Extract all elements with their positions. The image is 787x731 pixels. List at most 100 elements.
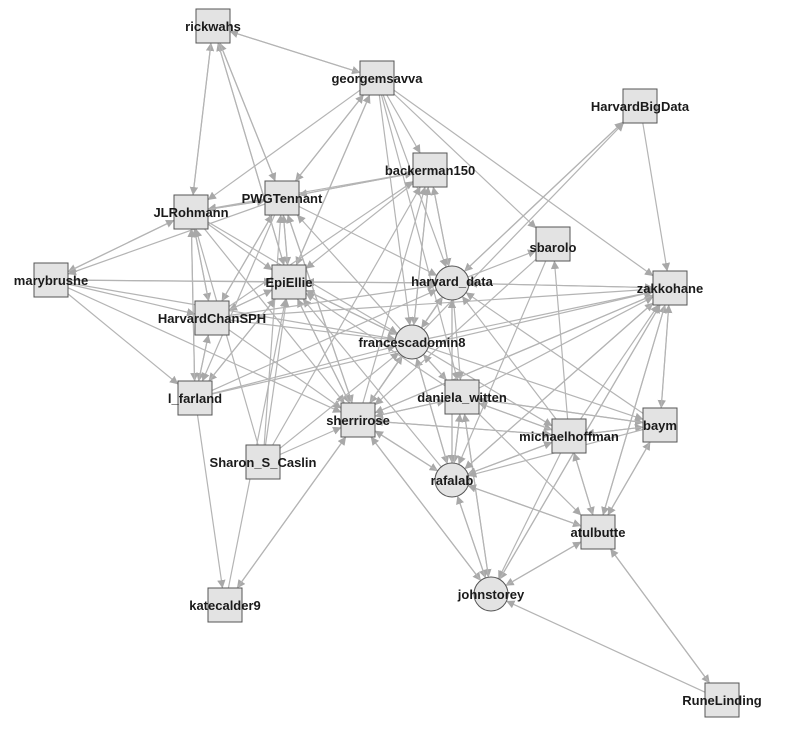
node-shape-zakkohane: [652, 270, 688, 306]
edge-marybrushe-to-harvard_data: [67, 278, 436, 288]
edge-daniela_witten-to-atulbutte: [478, 413, 582, 516]
node-francescadomin8: francescadomin8: [359, 324, 465, 360]
edge-rafalab-to-sherrirose: [374, 430, 439, 472]
node-label-marybrushe: marybrushe: [14, 273, 88, 288]
edge-baym-to-michaelhoffman: [585, 426, 644, 438]
edge-atulbutte-to-michaelhoffman: [572, 452, 594, 516]
node-atulbutte: atulbutte: [571, 514, 626, 550]
edge-daniela_witten-to-francescadomin8: [422, 354, 447, 381]
node-label-HarvardChanSPH: HarvardChanSPH: [158, 311, 266, 326]
edge-HarvardBigData-to-zakkohane: [642, 122, 671, 272]
edge-HarvardChanSPH-to-JLRohmann: [191, 228, 210, 302]
edge-Sharon_S_Caslin-to-backerman150: [272, 186, 421, 446]
edge-georgemsavva-to-francescadomin8: [378, 94, 413, 326]
node-rafalab: rafalab: [431, 462, 473, 498]
edge-johnstorey-to-atulbutte: [505, 541, 582, 587]
edge-michaelhoffman-to-johnstorey: [497, 452, 562, 580]
node-shape-katecalder9: [207, 587, 243, 623]
edge-marybrushe-to-francescadomin8: [67, 282, 396, 342]
node-label-JLRohmann: JLRohmann: [153, 205, 228, 220]
node-baym: baym: [642, 407, 678, 443]
edge-RuneLinding-to-atulbutte: [610, 548, 710, 684]
edge-JLRohmann-to-PWGTennant: [207, 197, 266, 210]
node-JLRohmann: JLRohmann: [153, 194, 229, 230]
node-shape-l_farland: [177, 380, 213, 416]
node-label-atulbutte: atulbutte: [571, 525, 626, 540]
node-shape-sherrirose: [340, 402, 376, 438]
edge-georgemsavva-to-zakkohane: [393, 89, 654, 277]
edge-daniela_witten-to-EpiEllie: [305, 292, 446, 387]
edge-zakkohane-to-harvard_data: [468, 279, 654, 289]
node-label-johnstorey: johnstorey: [457, 587, 525, 602]
node-label-daniela_witten: daniela_witten: [417, 390, 507, 405]
node-shape-atulbutte: [580, 514, 616, 550]
edge-johnstorey-to-rafalab: [456, 495, 487, 579]
edge-l_farland-to-harvard_data: [211, 289, 437, 391]
edge-marybrushe-to-JLRohmann: [67, 219, 175, 273]
node-zakkohane: zakkohane: [637, 270, 703, 306]
node-label-sbarolo: sbarolo: [530, 240, 577, 255]
edge-l_farland-to-francescadomin8: [211, 344, 396, 395]
node-label-l_farland: l_farland: [168, 391, 222, 406]
node-label-EpiEllie: EpiEllie: [266, 275, 313, 290]
edge-rafalab-to-francescadomin8: [414, 357, 448, 464]
edge-zakkohane-to-sherrirose: [374, 294, 654, 414]
edge-rafalab-to-EpiEllie: [302, 298, 442, 468]
node-shape-georgemsavva: [359, 60, 395, 96]
edge-rickwahs-to-JLRohmann: [189, 42, 212, 196]
node-sbarolo: sbarolo: [530, 226, 577, 262]
node-shape-PWGTennant: [264, 180, 300, 216]
node-RuneLinding: RuneLinding: [682, 682, 762, 718]
edge-francescadomin8-to-EpiEllie: [305, 289, 397, 336]
node-shape-Sharon_S_Caslin: [245, 444, 281, 480]
node-label-zakkohane: zakkohane: [637, 281, 703, 296]
edge-HarvardChanSPH-to-sherrirose: [228, 329, 342, 409]
node-marybrushe: marybrushe: [14, 262, 88, 298]
node-label-Sharon_S_Caslin: Sharon_S_Caslin: [210, 455, 317, 470]
edge-johnstorey-to-sherrirose: [370, 436, 482, 581]
edge-michaelhoffman-to-sherrirose: [374, 417, 553, 436]
node-shape-HarvardBigData: [622, 88, 658, 124]
edge-harvard_data-to-francescadomin8: [421, 296, 443, 329]
edge-l_farland-to-katecalder9: [196, 414, 226, 589]
edge-francescadomin8-to-zakkohane: [428, 289, 654, 340]
edge-harvard_data-to-HarvardBigData: [463, 121, 624, 272]
edge-francescadomin8-to-backerman150: [413, 186, 432, 326]
edge-baym-to-zakkohane: [660, 304, 673, 409]
node-label-katecalder9: katecalder9: [189, 598, 261, 613]
edge-zakkohane-to-rafalab: [464, 302, 654, 470]
edge-rafalab-to-michaelhoffman: [467, 441, 553, 475]
edge-katecalder9-to-sherrirose: [236, 436, 347, 589]
edge-francescadomin8-to-PWGTennant: [296, 214, 402, 330]
edge-sherrirose-to-backerman150: [362, 186, 427, 404]
edge-georgemsavva-to-rickwahs: [229, 29, 361, 74]
edge-baym-to-atulbutte: [607, 441, 651, 516]
edge-georgemsavva-to-JLRohmann: [207, 89, 361, 201]
node-shape-EpiEllie: [271, 264, 307, 300]
node-georgemsavva: georgemsavva: [331, 60, 423, 96]
node-EpiEllie: EpiEllie: [266, 264, 313, 300]
edge-Sharon_S_Caslin-to-sherrirose: [279, 426, 342, 456]
edge-sbarolo-to-rafalab: [457, 260, 547, 465]
edge-Sharon_S_Caslin-to-PWGTennant: [263, 214, 285, 446]
edge-daniela_witten-to-sherrirose: [374, 400, 446, 419]
edge-harvard_data-to-backerman150: [430, 186, 450, 267]
edge-marybrushe-to-sherrirose: [67, 287, 342, 413]
node-shape-johnstorey: [473, 576, 509, 612]
node-label-PWGTennant: PWGTennant: [242, 191, 323, 206]
edge-backerman150-to-JLRohmann: [207, 172, 414, 212]
edge-HarvardChanSPH-to-francescadomin8: [228, 319, 396, 344]
edge-rafalab-to-daniela_witten: [453, 413, 464, 464]
edge-marybrushe-to-l_farland: [67, 293, 179, 385]
edge-JLRohmann-to-sherrirose: [204, 228, 345, 404]
edge-sherrirose-to-EpiEllie: [296, 298, 351, 404]
edge-georgemsavva-to-backerman150: [386, 94, 421, 154]
edge-sbarolo-to-sherrirose: [374, 258, 537, 406]
edge-l_farland-to-zakkohane: [211, 289, 654, 395]
node-michaelhoffman: michaelhoffman: [519, 418, 619, 454]
node-shape-rafalab: [434, 462, 470, 498]
edge-l_farland-to-JLRohmann: [187, 228, 196, 382]
node-shape-rickwahs: [195, 8, 231, 44]
node-johnstorey: johnstorey: [457, 576, 525, 612]
